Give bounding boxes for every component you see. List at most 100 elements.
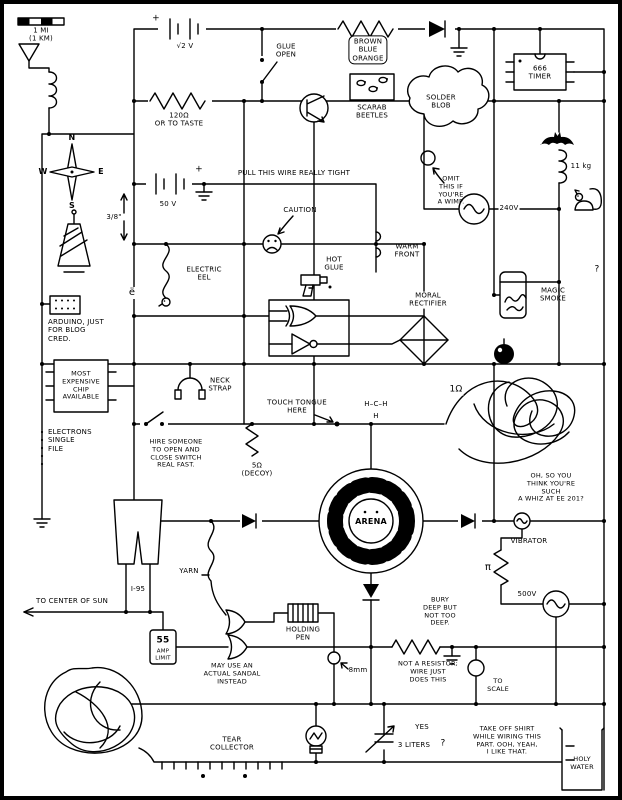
omit-loop — [420, 150, 436, 166]
holding-pen-box — [287, 603, 319, 623]
inductor-11kg — [558, 149, 568, 184]
lamp-tower — [57, 209, 91, 273]
hot-glue-label: HOT GLUE — [323, 255, 345, 273]
resistor-pi — [493, 549, 509, 586]
volts-500-label: 500V — [517, 589, 537, 598]
measure-arrows — [120, 193, 128, 241]
ohm-1-label: 1Ω — [448, 384, 464, 396]
scale-label: 1 MI (1 KM) — [29, 26, 53, 43]
bury-deep-label: BURY DEEP BUT NOT TOO DEEP. — [423, 595, 457, 627]
logic-gate-box — [268, 299, 350, 357]
electrons-single-file-label: ELECTRONS SINGLE FILE — [48, 428, 92, 453]
electric-eel-label: ELECTRIC EEL — [186, 265, 222, 282]
resistor-120 — [148, 92, 212, 110]
yarn-label: YARN — [179, 566, 199, 575]
expensive-chip — [53, 359, 109, 413]
ac-source-500 — [542, 590, 570, 618]
ground-top-icon — [450, 47, 468, 57]
diode-right — [458, 513, 482, 529]
hire-switch — [140, 411, 168, 428]
not-a-resistor-zigzag — [391, 639, 441, 655]
e-umlaut-label: ë — [127, 287, 137, 299]
pi-label: π — [484, 562, 492, 573]
diode-top — [425, 20, 455, 38]
kg-11-label: 11 kg — [569, 161, 593, 171]
magic-smoke-jar — [499, 271, 527, 319]
ground-bury-icon — [443, 655, 461, 665]
or-gate-1 — [225, 609, 246, 635]
scarab-beetles-label: SCARAB BEETLES — [354, 103, 390, 121]
arduino-board-icon — [49, 295, 81, 315]
scale-bar — [17, 17, 65, 26]
holding-pen-label: HOLDING PEN — [285, 625, 321, 642]
compass-e: E — [98, 167, 104, 177]
resistor-1ohm-tangle — [445, 377, 576, 464]
ohm-5-decoy-label: 5Ω (DECOY) — [241, 461, 273, 478]
scribble-tangle — [44, 666, 143, 754]
magic-smoke-label: MAGIC SMOKE — [539, 286, 567, 303]
glue-open-label: GLUE OPEN — [275, 42, 297, 59]
resistor-color-code — [336, 20, 398, 38]
timer-chip-label: 666 TIMER — [528, 64, 552, 81]
methane-label: H–C–H — [364, 399, 388, 408]
vibrator-label: VIBRATOR — [510, 536, 548, 545]
solder-blob-shape — [407, 65, 490, 128]
sqrt2-volts-label: √2 V — [175, 41, 195, 51]
compass-w: W — [38, 167, 48, 177]
antenna-icon — [18, 43, 40, 62]
speed-sign-number: 55 — [156, 635, 170, 646]
methane-h-label: H — [373, 411, 379, 420]
arena-structure — [318, 468, 424, 574]
omit-arrow — [432, 167, 445, 184]
ee-201-label: OH, SO YOU THINK YOU'RE SUCH A WHIZ AT E… — [518, 471, 584, 503]
or-gate-2 — [227, 634, 248, 660]
light-bulb-icon — [305, 725, 327, 754]
inches-3-8-label: 3/8" — [106, 212, 122, 221]
capacitor-3-liters — [365, 725, 395, 753]
bat-icon — [540, 132, 574, 145]
take-off-shirt-label: TAKE OFF SHIRT WHILE WIRING THIS PART. O… — [472, 724, 542, 756]
ac-source-240 — [458, 193, 490, 225]
schematic-art — [17, 17, 606, 791]
not-a-resistor-label: NOT A RESISTOR; WIRE JUST DOES THIS — [397, 659, 459, 683]
solder-blob-label: SOLDER BLOB — [426, 93, 456, 110]
battery-50v-plus-sign: + — [195, 164, 203, 175]
scarab-beetle-box — [349, 73, 395, 101]
actual-sandal-label: MAY USE AN ACTUAL SANDAL INSTEAD — [203, 661, 261, 685]
pull-wire-label: PULL THIS WIRE REALLY TIGHT — [237, 168, 351, 177]
caution-face-icon — [262, 234, 282, 254]
touch-tongue-arrow — [314, 414, 340, 427]
speed-sign-caption: AMP LIMIT — [155, 648, 171, 661]
volts-240-label: 240V — [498, 203, 520, 213]
arduino-note-label: ARDUINO, JUST FOR BLOG CRED. — [48, 318, 104, 343]
squirrel-icon — [574, 187, 603, 211]
warm-front-label: WARM FRONT — [394, 242, 420, 259]
electron-dots — [40, 430, 44, 466]
inductor-left — [48, 71, 58, 109]
volts-50-label: 50 V — [158, 199, 178, 209]
mm-8-label: 8mm — [348, 665, 368, 674]
diode-left — [240, 513, 262, 529]
to-scale-label: TO SCALE — [487, 677, 509, 693]
transistor — [299, 93, 329, 123]
expensive-chip-label: MOST EXPENSIVE CHIP AVAILABLE — [62, 369, 100, 401]
hot-glue-gun-icon — [300, 274, 332, 297]
neck-strap-label: NECK STRAP — [208, 376, 232, 393]
warm-front-symbol — [375, 231, 382, 258]
vibrator-component — [513, 512, 531, 530]
glue-open-switch — [250, 56, 278, 84]
battery-50v — [146, 173, 192, 195]
compass-n: N — [68, 133, 76, 143]
film-loop-8mm — [327, 651, 349, 670]
hire-someone-label: HIRE SOMEONE TO OPEN AND CLOSE SWITCH RE… — [149, 437, 203, 469]
question-mark-liters: ? — [440, 738, 446, 749]
question-mark-right: ? — [594, 264, 600, 275]
yes-label: YES — [415, 722, 429, 731]
to-scale-component — [467, 659, 485, 677]
battery-plus-sign: + — [152, 13, 160, 24]
sun-arrow — [23, 607, 34, 617]
pants-shape — [113, 499, 163, 565]
junction-dots — [40, 27, 606, 764]
battery-sqrt2 — [158, 18, 206, 40]
